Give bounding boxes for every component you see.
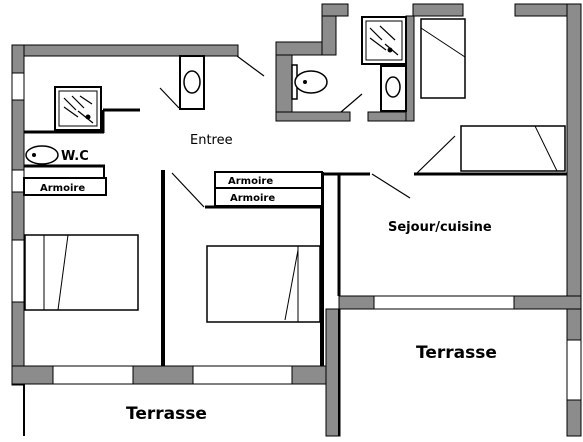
- toilet-right-icon: [291, 64, 328, 100]
- wall-top-right-2: [412, 3, 464, 17]
- door-swings: [159, 55, 456, 208]
- window-left-2: [11, 169, 25, 193]
- label-sejour: Sejour/cuisine: [388, 220, 492, 235]
- window-left-1: [11, 72, 25, 101]
- label-entree: Entree: [190, 133, 233, 148]
- door-bedroom-mid: [171, 172, 205, 208]
- shower-right-icon: [361, 16, 407, 65]
- wall-terrasse-divider: [325, 308, 341, 437]
- label-armoire-top: Armoire: [228, 176, 273, 187]
- window-openings: [11, 72, 582, 401]
- sink-left-icon: [179, 55, 205, 110]
- wall-sejour-bottom-1: [338, 295, 375, 310]
- wall-sejour-bottom-2: [513, 295, 582, 310]
- counter-right-icon: [460, 125, 566, 172]
- bed-middle-icon: [206, 245, 321, 323]
- wall-bottom-1: [11, 365, 54, 385]
- window-bottom-2: [192, 365, 293, 385]
- wall-top-right-1: [321, 3, 349, 17]
- wall-bottom-2: [132, 365, 194, 385]
- door-bath-right: [340, 93, 363, 113]
- label-wc: W.C: [61, 149, 89, 164]
- shower-left-icon: [54, 86, 102, 131]
- wall-right-outer: [566, 3, 582, 437]
- wall-bath-right: [405, 15, 415, 122]
- wardrobe-mid-bottom: [214, 187, 323, 207]
- window-bottom-1: [52, 365, 134, 385]
- toilet-left-icon: [25, 145, 59, 165]
- bed-top-right-icon: [420, 18, 466, 99]
- label-armoire-left: Armoire: [40, 183, 85, 194]
- wall-bath-bottom: [275, 111, 351, 122]
- bed-left-icon: [24, 234, 139, 311]
- door-entry: [236, 55, 265, 77]
- walls: [11, 3, 582, 437]
- wardrobe-left: [23, 177, 107, 196]
- label-terrasse-left: Terrasse: [126, 404, 207, 424]
- label-armoire-bottom: Armoire: [230, 193, 275, 204]
- door-sejour: [371, 173, 411, 199]
- window-sejour: [373, 295, 515, 310]
- window-right: [566, 339, 582, 401]
- label-terrasse-right: Terrasse: [416, 343, 497, 363]
- door-bath-left: [159, 87, 180, 109]
- window-left-3: [11, 239, 25, 303]
- wall-top-left: [11, 44, 239, 57]
- sink-right-icon: [380, 65, 407, 112]
- door-kitchen: [415, 135, 456, 175]
